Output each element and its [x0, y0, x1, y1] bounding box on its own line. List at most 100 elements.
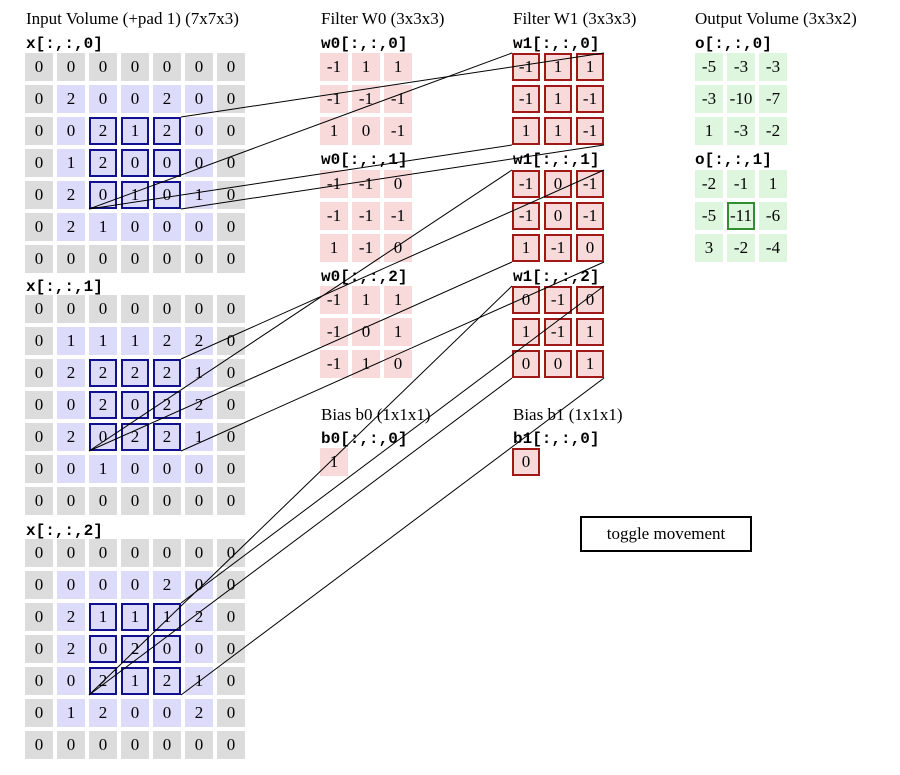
input-cell: 0 [25, 85, 53, 113]
input-cell: 2 [57, 213, 85, 241]
input-cell: 2 [121, 423, 149, 451]
input-cell: 1 [185, 667, 213, 695]
w1-cell: -1 [576, 117, 604, 145]
w0-cell: -1 [352, 85, 380, 113]
input-cell: 0 [89, 85, 117, 113]
w0-cell: 0 [384, 170, 412, 198]
input-cell: 0 [185, 117, 213, 145]
w0-cell: 0 [384, 234, 412, 262]
input-cell: 0 [217, 699, 245, 727]
input-cell: 2 [57, 85, 85, 113]
w1-cell: -1 [512, 53, 540, 81]
input-cell: 0 [185, 487, 213, 515]
input-cell: 0 [217, 85, 245, 113]
input-cell: 0 [89, 635, 117, 663]
output-cell: 1 [695, 117, 723, 145]
input-cell: 0 [217, 391, 245, 419]
input-cell: 2 [153, 117, 181, 145]
input-cell: 0 [185, 245, 213, 273]
input-slice-label-0: x[:,:,0] [26, 35, 103, 53]
input-cell: 2 [89, 667, 117, 695]
w1-cell: 1 [576, 350, 604, 378]
input-cell: 2 [153, 85, 181, 113]
w1-cell: -1 [544, 286, 572, 314]
input-cell: 0 [185, 731, 213, 759]
input-cell: 1 [89, 603, 117, 631]
input-cell: 2 [153, 391, 181, 419]
input-cell: 0 [121, 539, 149, 567]
output-cell: -4 [759, 234, 787, 262]
input-cell: 2 [57, 635, 85, 663]
input-cell: 0 [153, 245, 181, 273]
input-cell: 0 [121, 149, 149, 177]
input-cell: 1 [121, 327, 149, 355]
input-cell: 0 [217, 181, 245, 209]
output-cell: -2 [695, 170, 723, 198]
input-cell: 0 [185, 85, 213, 113]
input-cell: 2 [89, 699, 117, 727]
w0-slice-label-2: w0[:,:,2] [321, 268, 408, 286]
input-cell: 0 [153, 295, 181, 323]
output-cell: -5 [695, 53, 723, 81]
w1-cell: -1 [512, 170, 540, 198]
input-cell: 0 [89, 295, 117, 323]
b0-cell: 1 [320, 448, 348, 476]
input-volume-title: Input Volume (+pad 1) (7x7x3) [26, 9, 239, 28]
w1-cell: 1 [576, 318, 604, 346]
w1-cell: 0 [544, 350, 572, 378]
input-cell: 2 [89, 391, 117, 419]
w0-cell: -1 [352, 234, 380, 262]
bias-b1-title: Bias b1 (1x1x1) [513, 405, 623, 424]
output-cell: -2 [759, 117, 787, 145]
input-cell: 0 [121, 699, 149, 727]
input-cell: 0 [217, 731, 245, 759]
output-cell: -3 [695, 85, 723, 113]
input-cell: 0 [217, 359, 245, 387]
input-cell: 2 [153, 423, 181, 451]
input-cell: 0 [57, 53, 85, 81]
w0-slice-label-1: w0[:,:,1] [321, 151, 408, 169]
w0-slice-label-0: w0[:,:,0] [321, 35, 408, 53]
input-cell: 0 [57, 539, 85, 567]
input-cell: 0 [121, 295, 149, 323]
input-cell: 2 [153, 571, 181, 599]
input-cell: 0 [57, 245, 85, 273]
input-cell: 0 [153, 539, 181, 567]
w0-cell: -1 [352, 202, 380, 230]
toggle-movement-button[interactable]: toggle movement [580, 516, 752, 552]
w0-cell: 1 [384, 53, 412, 81]
filter-w0-title: Filter W0 (3x3x3) [321, 9, 445, 28]
input-cell: 0 [217, 245, 245, 273]
w0-cell: -1 [320, 202, 348, 230]
input-cell: 0 [25, 539, 53, 567]
w1-cell: -1 [544, 234, 572, 262]
input-cell: 0 [57, 295, 85, 323]
w1-cell: 1 [576, 53, 604, 81]
input-cell: 0 [217, 53, 245, 81]
input-cell: 1 [185, 359, 213, 387]
input-cell: 0 [185, 213, 213, 241]
w1-slice-label-1: w1[:,:,1] [513, 151, 600, 169]
w0-cell: 1 [320, 117, 348, 145]
input-cell: 0 [25, 149, 53, 177]
input-cell: 0 [121, 731, 149, 759]
w0-cell: 0 [384, 350, 412, 378]
input-cell: 0 [153, 731, 181, 759]
input-cell: 0 [25, 295, 53, 323]
input-cell: 0 [57, 571, 85, 599]
input-cell: 0 [89, 731, 117, 759]
w0-cell: 1 [384, 286, 412, 314]
w0-cell: -1 [320, 53, 348, 81]
input-cell: 0 [217, 635, 245, 663]
w0-cell: -1 [320, 85, 348, 113]
input-cell: 0 [25, 53, 53, 81]
w1-cell: 0 [544, 202, 572, 230]
output-cell: -3 [759, 53, 787, 81]
input-cell: 0 [89, 539, 117, 567]
input-cell: 0 [185, 455, 213, 483]
input-cell: 0 [89, 571, 117, 599]
w1-cell: 1 [512, 117, 540, 145]
w0-cell: -1 [320, 318, 348, 346]
input-cell: 1 [89, 327, 117, 355]
